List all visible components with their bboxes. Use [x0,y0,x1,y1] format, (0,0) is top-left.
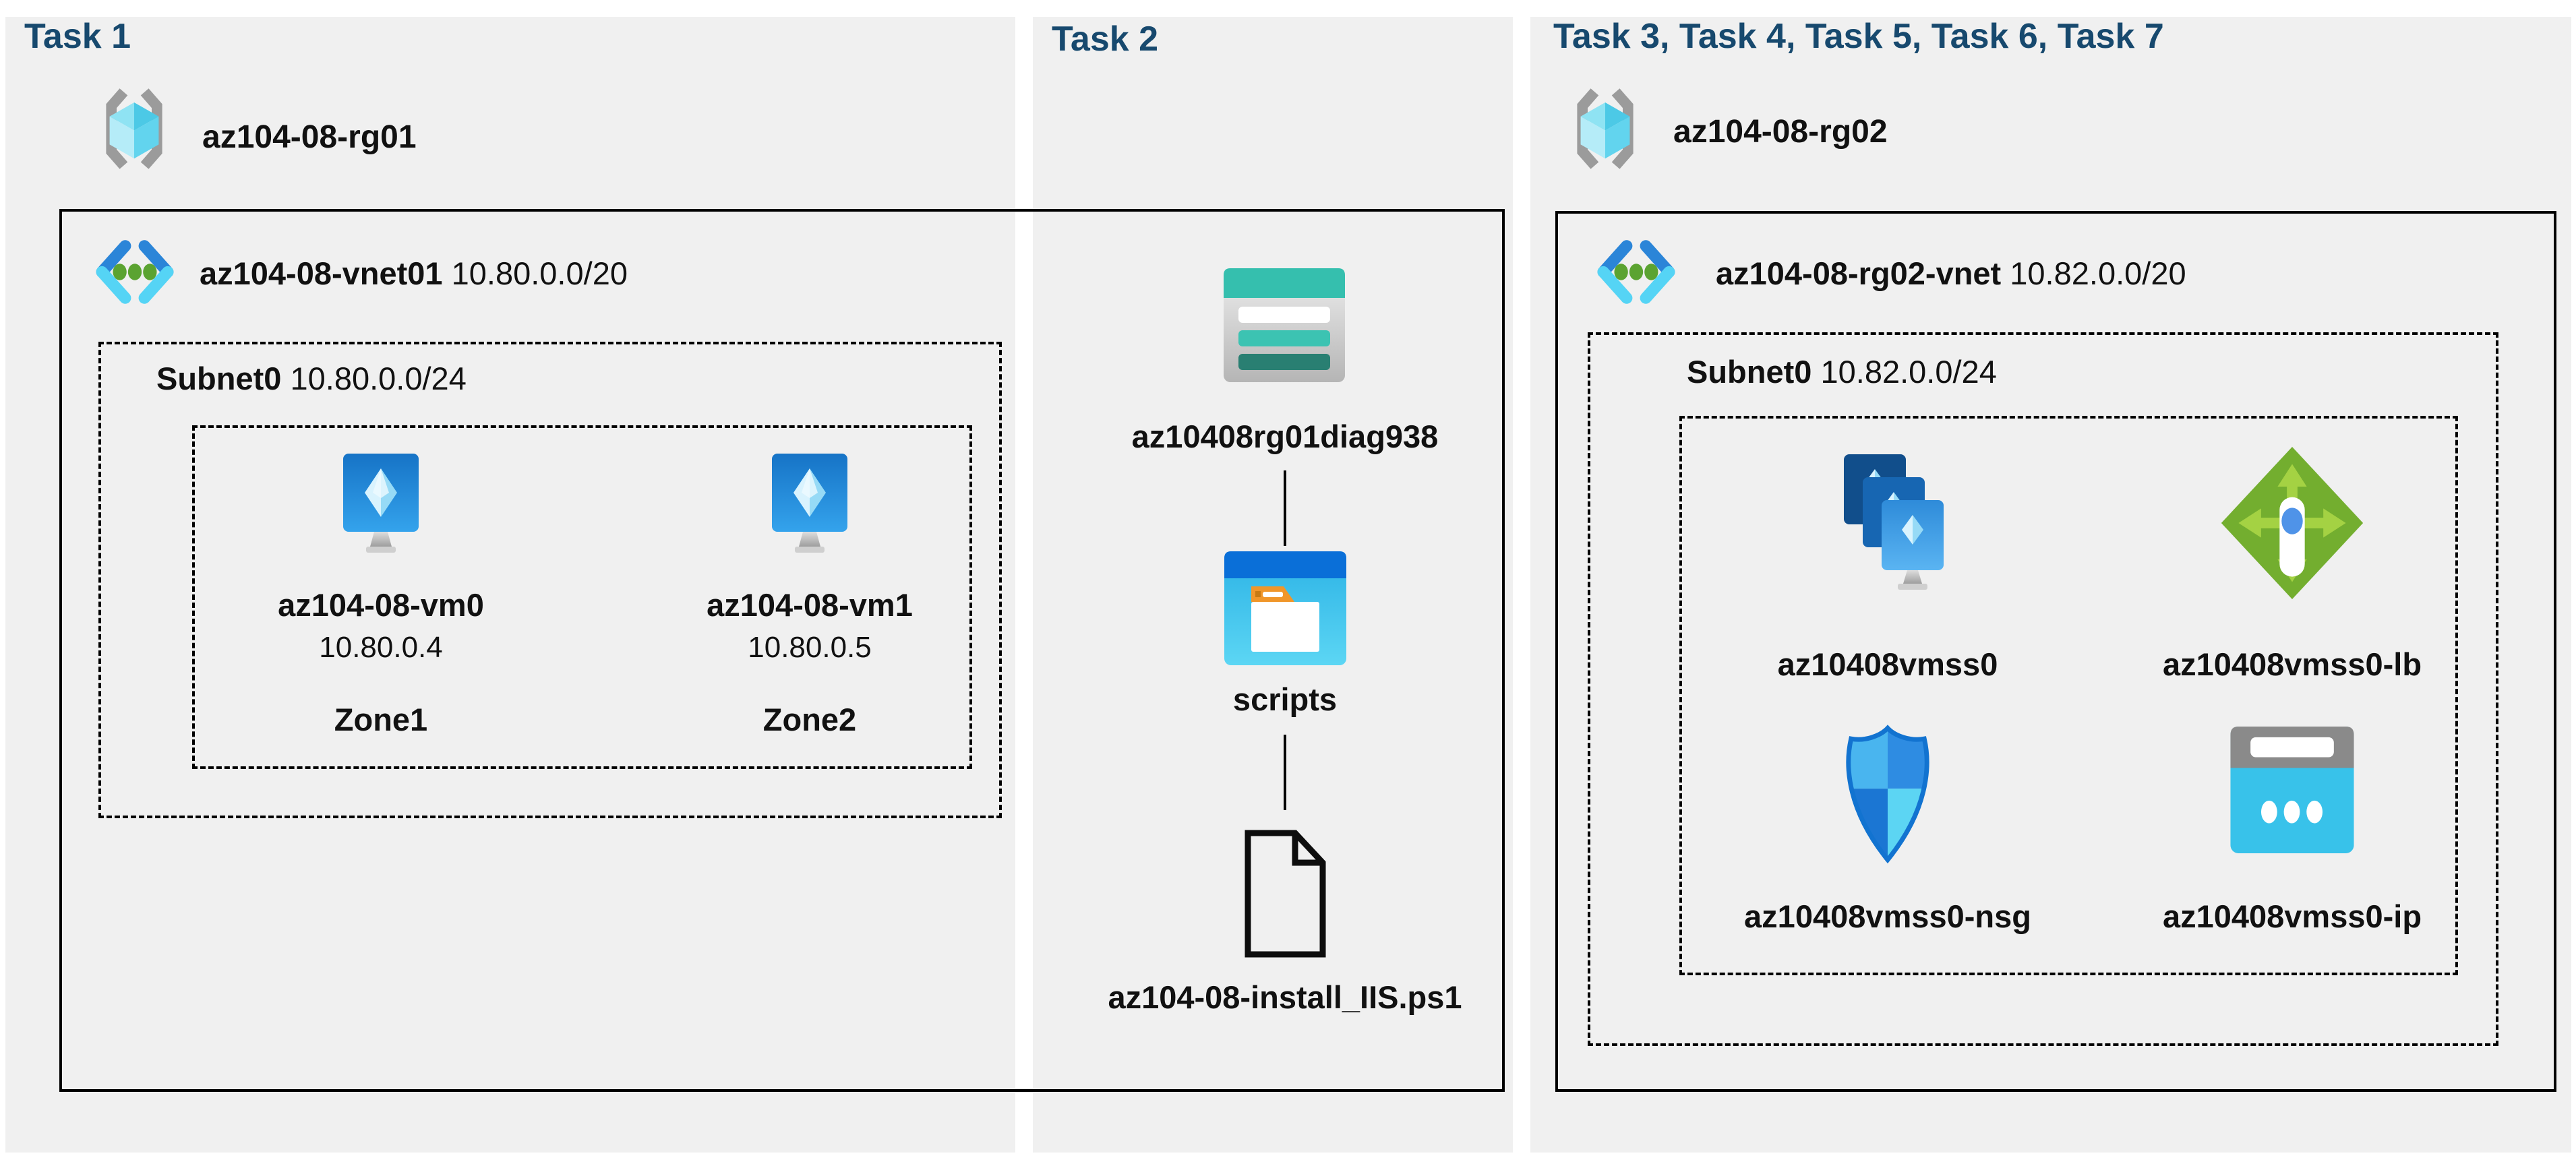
virtual-network-icon [94,229,176,315]
vmss-name: az10408vmss0 [1777,646,1998,682]
task1-subnet-box [98,342,1002,818]
task3-resource-group-name: az104-08-rg02 [1673,114,1888,150]
task1-panel [5,17,1015,1153]
vm-name: az104-08-vm0 [278,587,484,623]
task1-resource-group-name: az104-08-rg01 [202,119,417,155]
network-security-group-icon [1838,723,1938,865]
container-name: scripts [1232,681,1338,717]
task3-resource-group-inner-box [1679,416,2458,975]
task1-vnet-cidr: 10.80.0.0/20 [451,255,628,291]
task1-vnet-label: az104-08-vnet01 10.80.0.0/20 [200,255,628,292]
vm-ip: 10.80.0.4 [319,631,443,664]
task1-vm-group-box [192,425,972,769]
vm-name: az104-08-vm1 [707,587,913,623]
public-ip-icon [2230,727,2354,853]
script-file-icon [1244,828,1327,958]
task2-header: Task 2 [1052,20,1159,59]
script-file-name: az104-08-install_IIS.ps1 [1108,979,1462,1015]
blob-container-icon [1224,551,1346,665]
task1-subnet-cidr: 10.80.0.0/24 [290,361,467,396]
task3-vnet-label: az104-08-rg02-vnet 10.82.0.0/20 [1716,255,2186,292]
task3-header: Task 3, Task 4, Task 5, Task 6, Task 7 [1553,17,2164,56]
task3-subnet-name: Subnet0 [1687,354,1812,390]
connector-line [1284,735,1286,810]
resource-group-icon [90,82,178,175]
nsg-name: az10408vmss0-nsg [1744,898,2031,934]
task3-vnet-box [1555,211,2556,1092]
connector-line [1284,470,1286,546]
task1-subnet-name: Subnet0 [156,361,282,396]
virtual-network-icon [1595,229,1677,315]
resource-group-icon [1561,82,1649,175]
public-ip-name: az10408vmss0-ip [2162,898,2422,934]
task3-subnet-cidr: 10.82.0.0/24 [1820,354,1997,390]
task1-vnet-name: az104-08-vnet01 [200,255,443,291]
load-balancer-icon [2216,439,2368,607]
task3-subnet-label: Subnet0 10.82.0.0/24 [1687,353,1997,390]
vm-scale-set-icon [1824,450,1952,593]
vm-zone: Zone1 [334,702,428,737]
virtual-machine-icon [343,454,419,555]
task1-header: Task 1 [24,17,131,56]
task3-subnet-box [1588,332,2498,1046]
vm-ip: 10.80.0.5 [748,631,872,664]
task1-vnet-box [59,209,1505,1092]
storage-account-name: az10408rg01diag938 [1131,419,1439,454]
task3-vnet-name: az104-08-rg02-vnet [1716,255,2002,291]
virtual-machine-icon [772,454,847,555]
vm-zone: Zone2 [762,702,857,737]
task1-subnet-label: Subnet0 10.80.0.0/24 [156,360,467,397]
task3-panel [1530,17,2571,1153]
load-balancer-name: az10408vmss0-lb [2162,646,2422,682]
storage-account-icon [1224,268,1345,382]
task3-vnet-cidr: 10.82.0.0/20 [2010,255,2186,291]
